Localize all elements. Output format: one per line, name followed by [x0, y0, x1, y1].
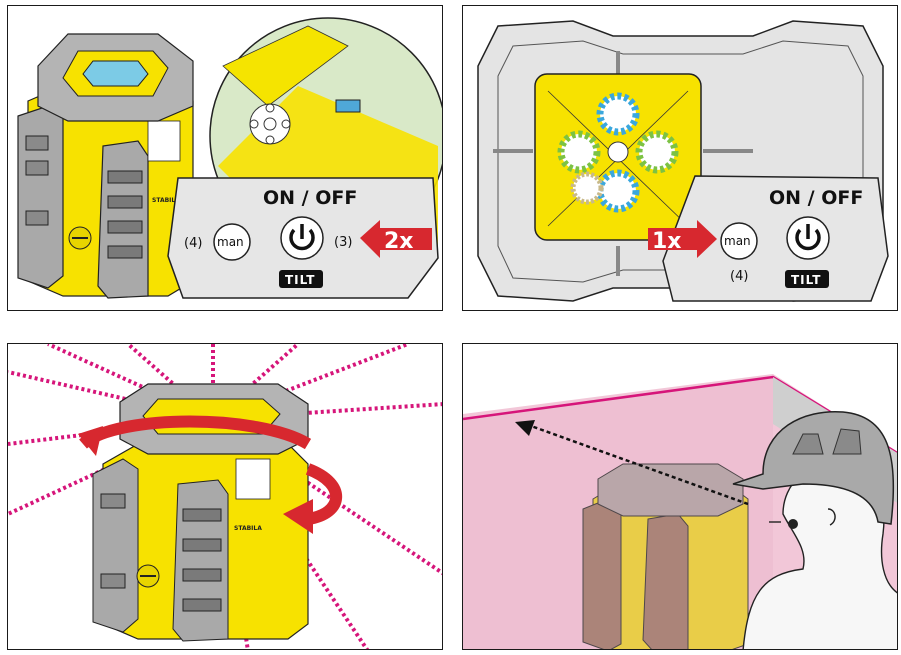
man-ref-label: (4) [730, 269, 748, 284]
panel-manual-mode: ON / OFF man (4) TILT 1x [462, 5, 898, 311]
laser-device: STABILA [17, 33, 194, 299]
power-ref-label: (3) [334, 235, 352, 250]
panel-power-on-tilt: STABILA ON / OFF (4) [7, 5, 443, 311]
power-button[interactable] [280, 216, 324, 260]
control-panel: ON / OFF (4) man (3) TILT [167, 177, 439, 299]
power-icon [289, 224, 315, 251]
tilt-label: TILT [285, 273, 316, 287]
man-label: man [724, 234, 751, 248]
control-panel: ON / OFF man (4) TILT [662, 175, 889, 302]
tilt-badge: TILT [279, 270, 323, 288]
man-ref-label: (4) [184, 236, 202, 251]
man-button[interactable]: man [213, 223, 251, 261]
on-off-label: ON / OFF [263, 187, 357, 209]
press-arrow-icon: 2x [360, 220, 432, 258]
brand-label: STABILA [234, 525, 262, 532]
press-arrow-icon: 1x [648, 220, 717, 258]
power-button[interactable] [786, 216, 830, 260]
laser-device [582, 463, 749, 649]
panel-2-illustration: ON / OFF man (4) TILT 1x [477, 20, 889, 302]
led-indicator-icon [249, 103, 291, 145]
power-icon [795, 224, 821, 251]
led-cluster-icon [557, 92, 679, 213]
helmet-icon [732, 410, 895, 525]
panel-3-illustration: STABILA [8, 344, 442, 649]
panel-operator-view [462, 343, 898, 650]
sight-line-icon [515, 420, 749, 506]
tilt-badge: TILT [785, 270, 829, 288]
panel-rotation: STABILA [7, 343, 443, 650]
man-button[interactable]: man [720, 222, 758, 260]
press-count: 2x [384, 229, 414, 254]
press-count: 1x [652, 229, 682, 254]
tilt-label: TILT [791, 273, 822, 287]
brand-label: STABILA [152, 197, 180, 204]
on-off-label: ON / OFF [769, 187, 863, 209]
rotation-arrow-icon [78, 415, 343, 534]
panel-1-illustration: STABILA ON / OFF (4) [17, 17, 442, 299]
panel-4-illustration [463, 374, 897, 649]
man-label: man [217, 235, 244, 249]
